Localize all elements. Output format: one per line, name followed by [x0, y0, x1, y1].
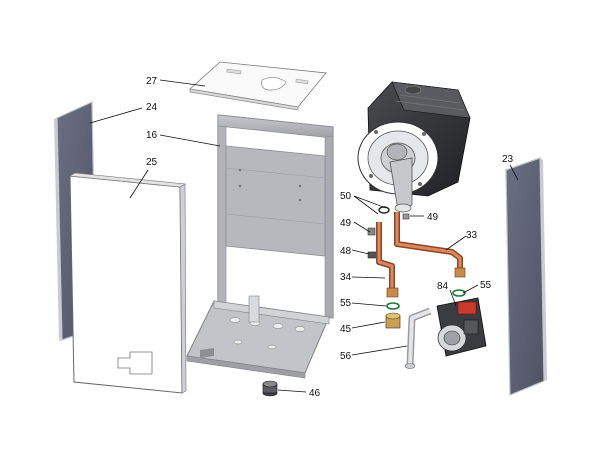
- label-16: 16: [146, 130, 158, 141]
- label-46: 46: [309, 388, 321, 399]
- part-55-o-rings: [386, 289, 466, 310]
- label-45: 45: [340, 324, 352, 335]
- label-50: 50: [340, 191, 352, 202]
- part-49-fittings: [367, 213, 410, 236]
- part-50-clip: [378, 206, 390, 214]
- label-25: 25: [146, 157, 158, 168]
- label-27: 27: [146, 76, 158, 87]
- label-49-right: 49: [427, 212, 439, 223]
- part-16-frame: [186, 114, 334, 379]
- part-84-pump: [436, 297, 487, 357]
- label-33: 33: [466, 230, 478, 241]
- part-34-copper-pipe: [376, 222, 399, 298]
- part-25-front-panel: [69, 172, 187, 394]
- part-27-top-cover: [189, 61, 327, 111]
- part-48-sensor: [367, 251, 378, 259]
- label-48: 48: [340, 246, 352, 257]
- label-84: 84: [437, 281, 449, 292]
- part-33-copper-pipe: [394, 212, 466, 278]
- part-23-right-side-panel: [505, 157, 547, 396]
- label-49-left: 49: [340, 218, 352, 229]
- part-46-foot: [262, 380, 278, 397]
- label-24: 24: [146, 102, 158, 113]
- part-labels: 27 24 16 25 23 50 49 49 48 33 34 55 55 8…: [146, 76, 514, 399]
- leader-lines: [89, 79, 519, 393]
- label-34: 34: [340, 272, 352, 283]
- heat-exchanger-assembly: [357, 81, 471, 213]
- part-45-brass-fitting: [385, 312, 401, 329]
- part-56-outlet-pipe: [404, 307, 432, 369]
- label-55-right: 55: [480, 280, 492, 291]
- label-55-left: 55: [340, 298, 352, 309]
- label-23: 23: [502, 154, 514, 165]
- label-56: 56: [340, 351, 352, 362]
